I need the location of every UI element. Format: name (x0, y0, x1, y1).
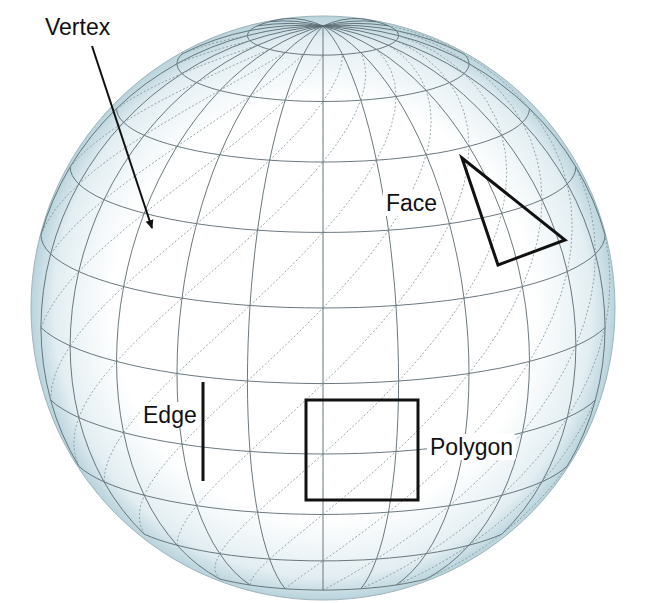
face-outline (462, 158, 565, 265)
face-label: Face (383, 190, 440, 216)
mesh-grid (41, 19, 605, 591)
vertex-label: Vertex (42, 14, 113, 40)
mesh-diagonals (41, 26, 610, 590)
mesh-lines (41, 19, 610, 591)
sphere-body (31, 16, 615, 600)
polygon-label: Polygon (427, 434, 516, 460)
polygon-outline (306, 400, 418, 500)
vertex-arrow (92, 46, 152, 228)
edge-highlight (202, 382, 205, 481)
edge-label: Edge (140, 402, 200, 428)
